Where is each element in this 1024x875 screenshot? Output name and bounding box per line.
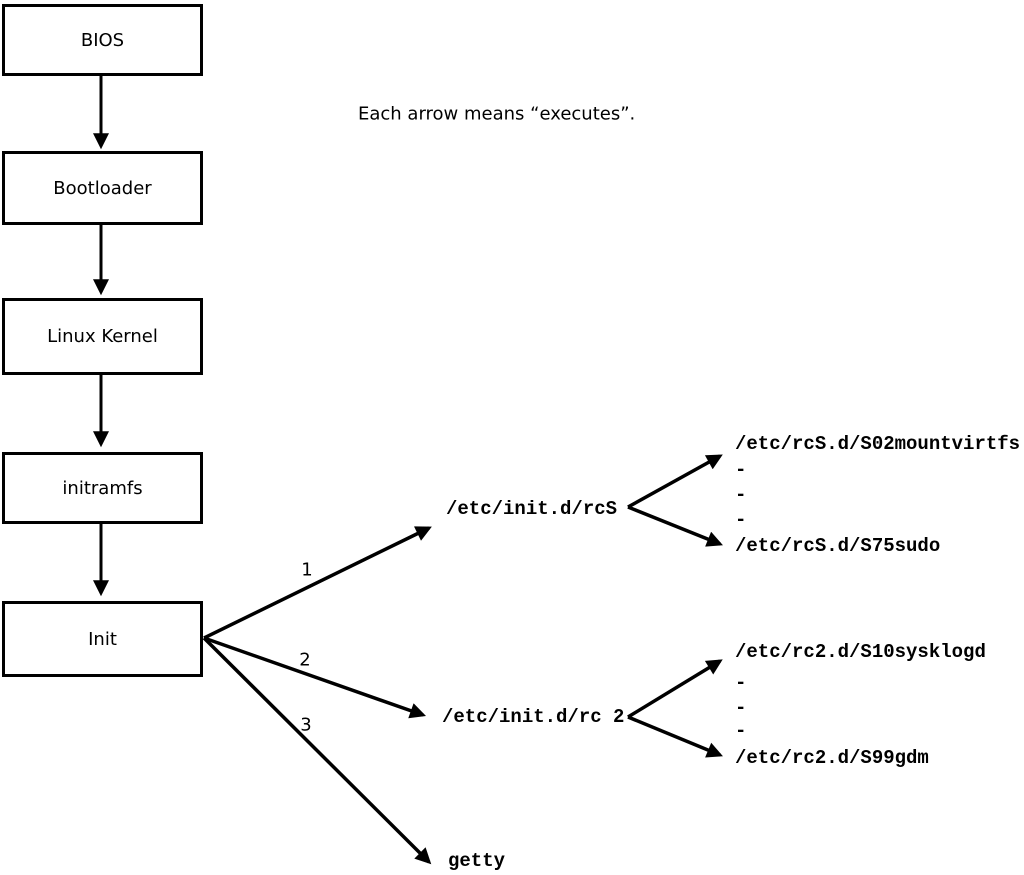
rc2-child-gdm: /etc/rc2.d/S99gdm	[735, 747, 929, 769]
arrow-label-2: 2	[299, 649, 311, 671]
rc2-child-dash-2: -	[735, 697, 747, 719]
arrow-label-3: 3	[300, 714, 312, 736]
arrow-init-to-rcs	[203, 526, 432, 640]
arrow-label-1: 1	[301, 559, 313, 581]
node-initramfs: initramfs	[2, 452, 203, 524]
rcs-child-dash-3: -	[735, 509, 747, 531]
arrow-rcs-to-mountvirtfs	[627, 454, 723, 509]
arrow-rc2-to-gdm	[627, 715, 723, 758]
arrow-rcs-to-sudo	[627, 505, 723, 547]
rc2-child-dash-1: -	[735, 672, 747, 694]
node-bootloader: Bootloader	[2, 151, 203, 225]
rc2-child-sysklogd: /etc/rc2.d/S10sysklogd	[735, 641, 986, 663]
diagram-caption: Each arrow means “executes”.	[358, 103, 636, 125]
rc2-child-dash-3: -	[735, 720, 747, 742]
rcs-child-dash-1: -	[735, 459, 747, 481]
rcs-script-label: /etc/init.d/rcS	[446, 498, 618, 520]
arrow-init-to-rc2	[203, 636, 427, 719]
node-init: Init	[2, 601, 203, 677]
getty-label: getty	[448, 850, 506, 872]
rcs-child-sudo: /etc/rcS.d/S75sudo	[735, 535, 941, 557]
rcs-child-dash-2: -	[735, 484, 747, 506]
rc2-script-label: /etc/init.d/rc 2	[442, 706, 625, 728]
arrow-rc2-to-sysklogd	[627, 659, 723, 719]
node-bios: BIOS	[2, 4, 203, 76]
rcs-child-mountvirtfs: /etc/rcS.d/S02mountvirtfs	[735, 433, 1021, 455]
arrow-init-to-getty	[202, 636, 432, 865]
node-linux-kernel: Linux Kernel	[2, 298, 203, 375]
